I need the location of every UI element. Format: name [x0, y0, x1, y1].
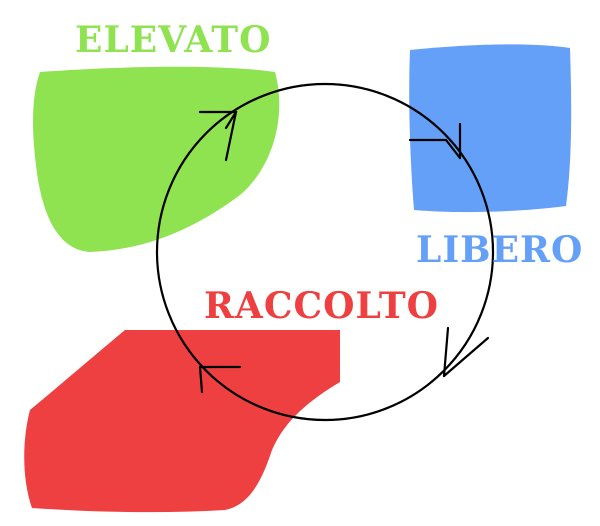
arrow-top-right-icon: [408, 122, 462, 160]
label-libero: LIBERO: [416, 229, 583, 271]
arrow-bottom-right-icon: [442, 326, 490, 378]
red-shape: [24, 330, 340, 513]
green-blob: [33, 66, 280, 252]
label-elevato: ELEVATO: [75, 19, 271, 61]
label-raccolto: RACCOLTO: [204, 285, 439, 327]
arrow-bottom-left-icon: [198, 365, 242, 394]
blue-square: [409, 44, 572, 213]
arrow-top-left-icon: [198, 110, 238, 162]
cycle-circle: [155, 82, 495, 422]
